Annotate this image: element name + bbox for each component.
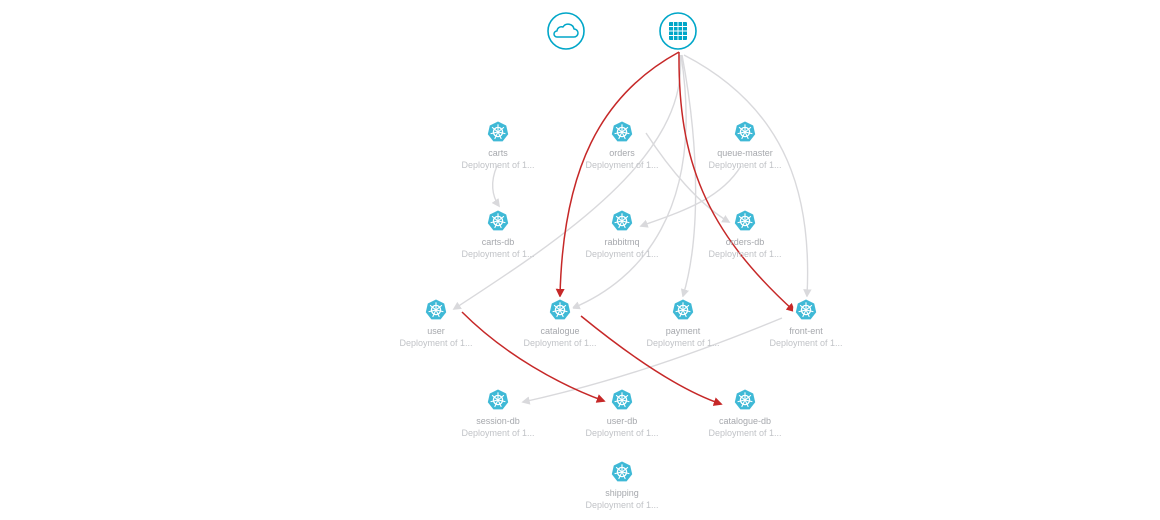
node-label: orders-db <box>726 237 765 247</box>
node-sublabel: Deployment of 1... <box>585 500 658 510</box>
edge-orders-to-orders-db <box>645 132 731 223</box>
node-label: orders <box>609 148 635 158</box>
edge-hosts-to-payment <box>680 54 697 298</box>
node-sublabel: Deployment of 1... <box>585 160 658 170</box>
hosts-node[interactable] <box>659 12 697 50</box>
node-label: carts <box>488 148 508 158</box>
node-label: queue-master <box>717 148 773 158</box>
cloud-icon <box>553 23 579 38</box>
node-label: shipping <box>605 488 639 498</box>
edge-hosts-to-catalogue <box>571 54 687 310</box>
node-sublabel: Deployment of 1... <box>585 428 658 438</box>
edge-catalogue-to-catalogue-db <box>580 315 723 406</box>
edge-hosts-to-user <box>452 54 682 310</box>
internet-node[interactable] <box>547 12 585 50</box>
node-sublabel: Deployment of 1... <box>461 249 534 259</box>
edge-hosts-to-front-end <box>683 54 812 298</box>
node-sublabel: Deployment of 1... <box>708 249 781 259</box>
node-label: session-db <box>476 416 520 426</box>
edge-front-end-to-session-db <box>521 317 783 405</box>
node-label: user <box>427 326 445 336</box>
node-sublabel: Deployment of 1... <box>461 428 534 438</box>
node-label: front-ent <box>789 326 823 336</box>
edge-hosts-to-front-end <box>678 51 796 313</box>
node-sublabel: Deployment of 1... <box>708 428 781 438</box>
edge-user-to-user-db <box>461 311 606 403</box>
edge-queue-master-to-rabbitmq <box>639 165 742 228</box>
edges-layer <box>452 51 812 406</box>
grid-icon <box>669 22 687 40</box>
node-sublabel: Deployment of 1... <box>708 160 781 170</box>
node-sublabel: Deployment of 1... <box>585 249 658 259</box>
node-sublabel: Deployment of 1... <box>769 338 842 348</box>
node-label: catalogue-db <box>719 416 771 426</box>
node-sublabel: Deployment of 1... <box>461 160 534 170</box>
edge-hosts-to-catalogue <box>555 51 680 298</box>
node-sublabel: Deployment of 1... <box>646 338 719 348</box>
node-label: rabbitmq <box>604 237 639 247</box>
node-sublabel: Deployment of 1... <box>523 338 596 348</box>
node-label: carts-db <box>482 237 515 247</box>
edge-carts-to-carts-db <box>491 165 500 208</box>
node-label: user-db <box>607 416 638 426</box>
node-label: payment <box>666 326 701 336</box>
node-label: catalogue <box>540 326 579 336</box>
node-sublabel: Deployment of 1... <box>399 338 472 348</box>
